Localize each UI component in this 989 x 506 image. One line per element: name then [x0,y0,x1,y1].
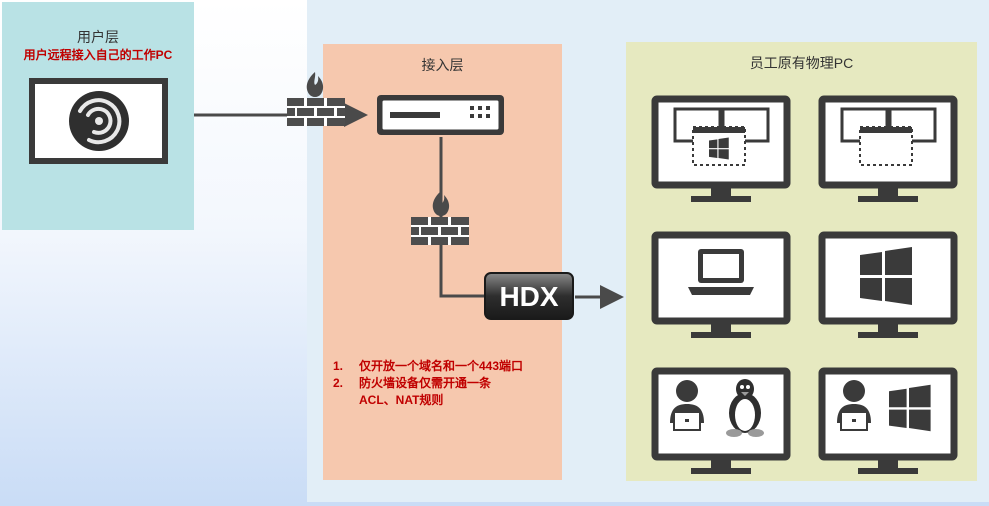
user-layer-title: 用户层 [77,29,119,45]
pc-monitor-remote-windows-icon [655,99,787,202]
firewall-icon [287,72,345,126]
linux-penguin-icon [726,379,764,437]
hdx-badge: HDX [484,272,574,320]
access-note-1: 1.仅开放一个域名和一个443端口 [333,359,524,373]
pc-monitor-laptop-icon [655,235,787,338]
pc-monitor-windows-icon [822,235,954,338]
hdx-label: HDX [499,281,558,312]
gateway-device-icon [377,95,504,135]
access-layer-title: 接入层 [421,57,464,73]
pc-monitor-remote-desktop-icon [822,99,954,202]
access-note-2: 2.防火墙设备仅需开通一条 ACL、NAT规则 [333,376,492,407]
pc-monitor-linux-user-icon [655,371,787,474]
user-layer-subtitle: 用户远程接入自己的工作PC [23,48,173,62]
pc-monitor-windows-user-icon [822,371,954,474]
access-notes-list: 1.仅开放一个域名和一个443端口 2.防火墙设备仅需开通一条 ACL、NAT规… [333,358,523,409]
pc-layer-title: 员工原有物理PC [749,55,854,71]
user-pc-monitor-icon [29,78,168,164]
connector-gateway-to-hdx [439,137,486,298]
firewall-icon [411,191,469,245]
